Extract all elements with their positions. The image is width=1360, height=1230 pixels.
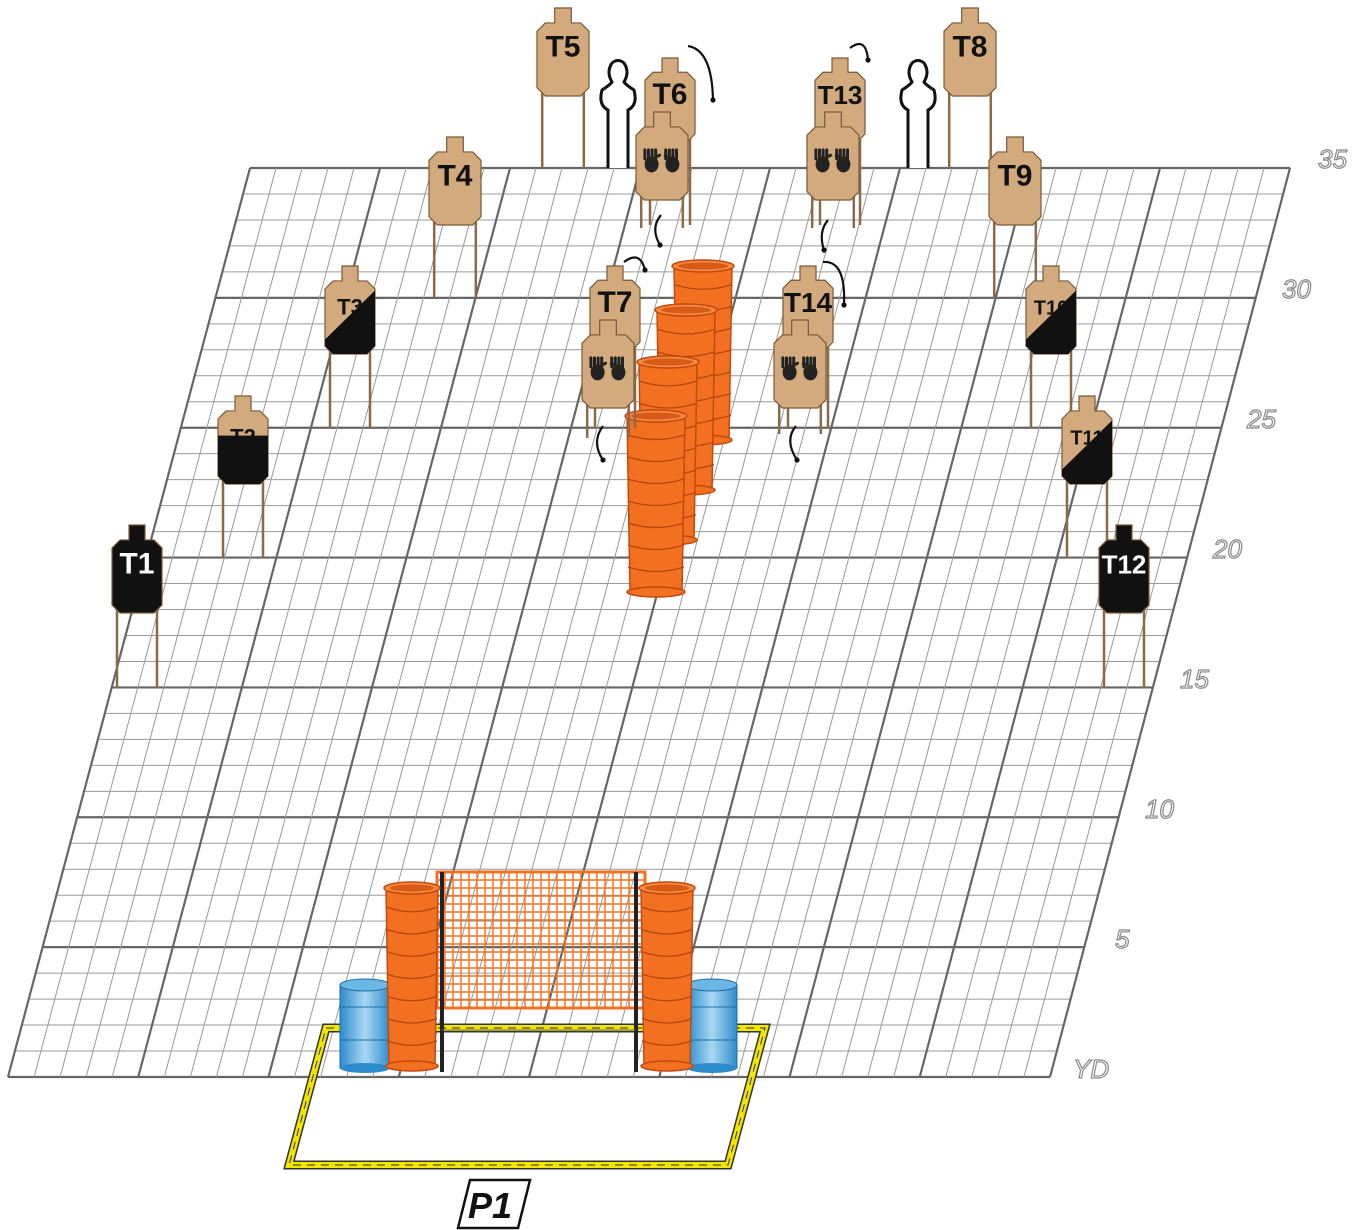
yard-label-5: 5 (1115, 924, 1130, 954)
target-label-t10: T10 (1034, 297, 1068, 319)
yardage-scale: YD 5 10 15 20 25 30 35 (1073, 144, 1347, 1084)
yard-label-35: 35 (1318, 144, 1347, 174)
blue-drum-right (687, 979, 737, 1073)
target-label-t3: T3 (337, 294, 363, 319)
rotation-arrow-t14-lower (790, 426, 799, 463)
no-shoot-target (582, 320, 634, 438)
yard-label-25: 25 (1246, 404, 1276, 434)
target-label-t2: T2 (230, 424, 256, 449)
yard-label-20: 20 (1212, 534, 1242, 564)
yard-label-15: 15 (1180, 664, 1209, 694)
position-label-box: P1 (458, 1180, 530, 1228)
target-label-t11: T11 (1070, 427, 1103, 449)
rotation-arrow-t13 (850, 44, 871, 63)
target-t1: T1 (112, 525, 162, 688)
no-shoot-silhouette-left (601, 61, 635, 169)
no-shoot-target (807, 112, 859, 228)
orange-barrel-front-left (384, 882, 440, 1071)
rotation-arrow-t7-lower (597, 426, 606, 463)
yard-label-10: 10 (1145, 794, 1174, 824)
target-t9: T9 (989, 137, 1041, 298)
target-label-t13: T13 (818, 80, 863, 110)
orange-barrel-stack-4 (625, 410, 687, 597)
blue-drum-left (340, 979, 390, 1073)
target-t5: T5 (537, 8, 589, 168)
orange-barrel-front-right (639, 882, 695, 1071)
target-t2: T2 (193, 396, 293, 558)
target-t12: T12 (1099, 525, 1149, 688)
target-label-t5: T5 (545, 30, 580, 63)
target-label-t6: T6 (652, 78, 687, 111)
target-label-t7: T7 (597, 286, 632, 319)
target-label-t12: T12 (1102, 549, 1147, 579)
target-label-t14: T14 (784, 287, 833, 318)
target-t3: T3 (300, 266, 400, 428)
position-label: P1 (468, 1185, 512, 1226)
target-label-t4: T4 (437, 159, 472, 192)
yard-label-30: 30 (1282, 274, 1311, 304)
target-t4: T4 (429, 137, 481, 298)
target-label-t1: T1 (119, 547, 154, 580)
no-shoot-silhouette-right (901, 61, 935, 169)
yard-label-0: YD (1073, 1054, 1109, 1084)
target-label-t8: T8 (952, 30, 987, 63)
target-t8: T8 (944, 8, 996, 168)
orange-fence (437, 872, 645, 1072)
target-label-t9: T9 (997, 159, 1032, 192)
rotation-arrow-t7 (624, 258, 648, 273)
